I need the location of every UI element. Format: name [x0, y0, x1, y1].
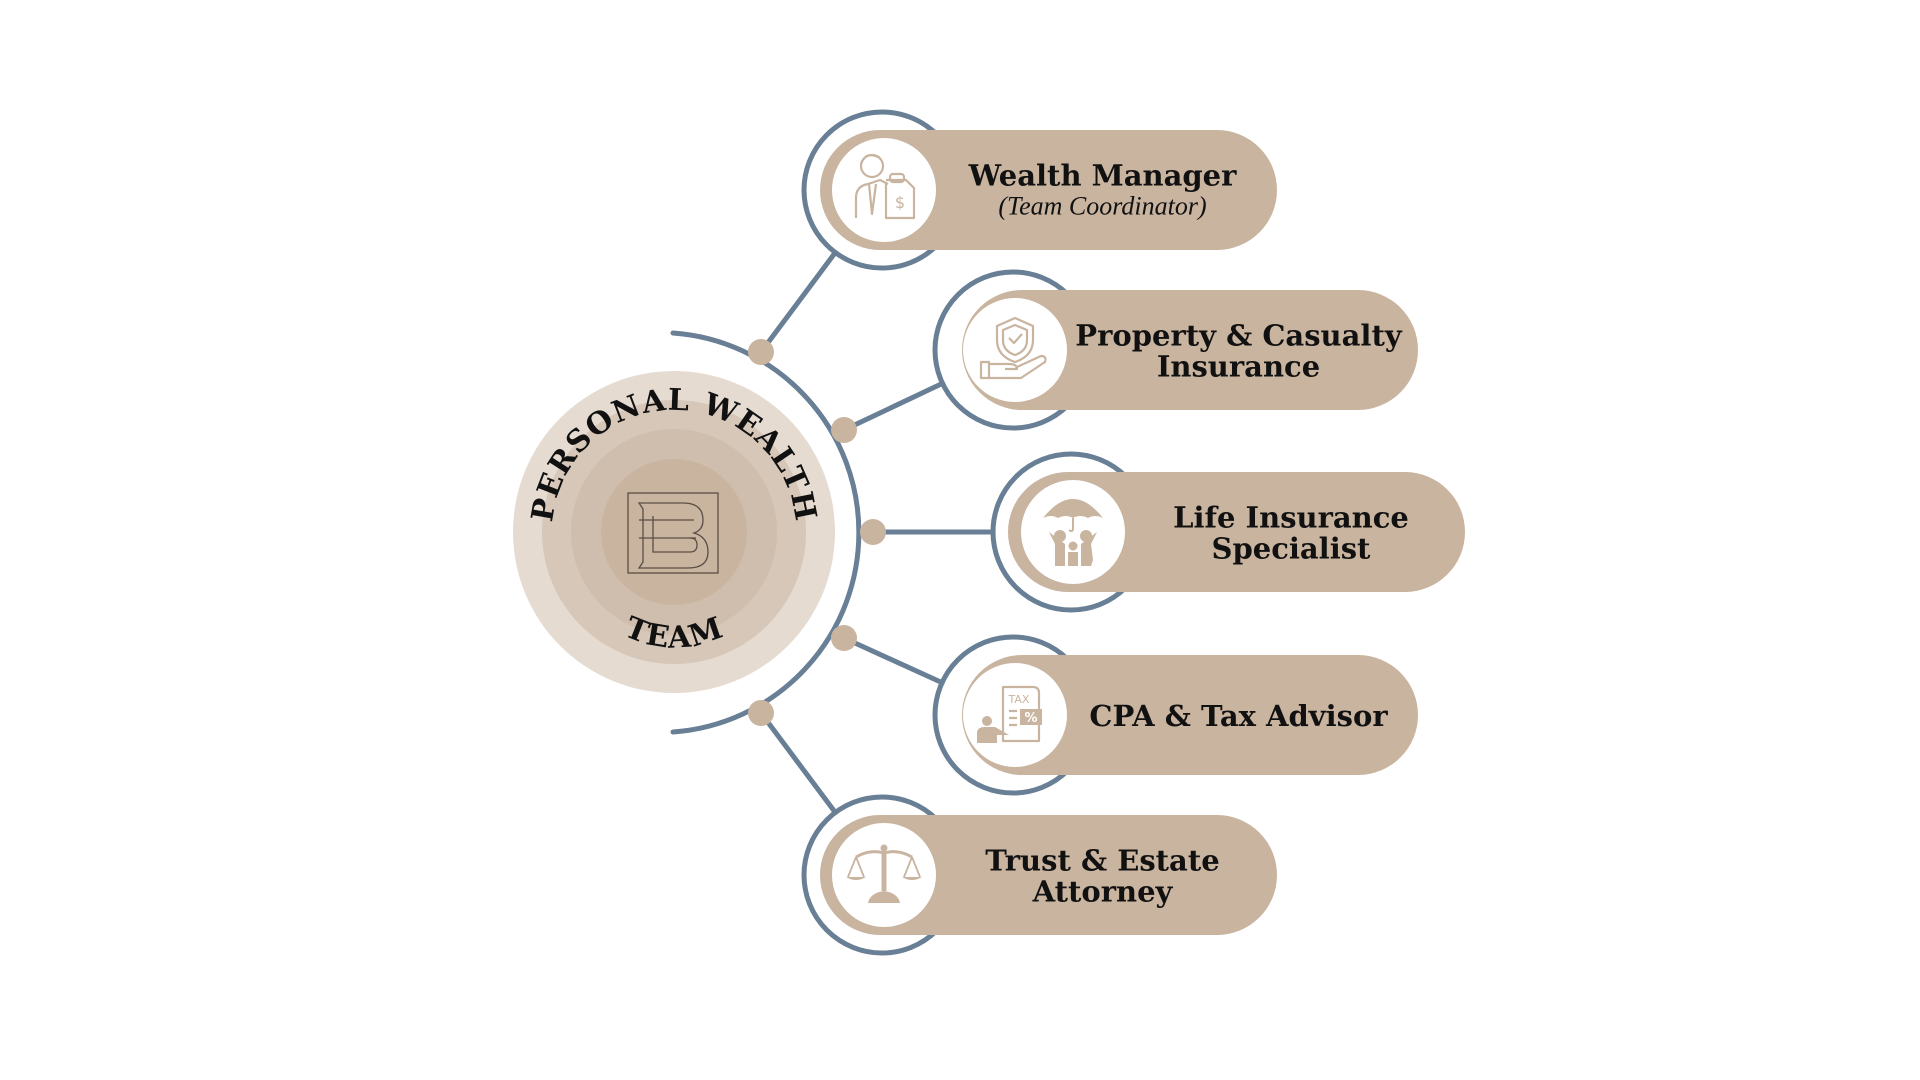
connector-dots: [748, 339, 886, 726]
icon-badge: [963, 298, 1067, 402]
member-title: Insurance: [1157, 350, 1320, 384]
member-title: Property & Casualty: [1075, 319, 1403, 353]
team-members: $ Wealth Manager(Team Coordinator) Propert…: [801, 109, 1465, 956]
connector-spoke: [758, 710, 838, 816]
icon-badge: [832, 138, 936, 242]
icon-badge: [963, 663, 1067, 767]
member-pill: [820, 130, 1277, 250]
member-pill: [1008, 472, 1465, 592]
team-member-card[interactable]: $ Wealth Manager(Team Coordinator): [801, 109, 1277, 271]
connector-spoke: [758, 249, 838, 355]
member-title: Wealth Manager: [968, 159, 1238, 193]
member-pill: [820, 815, 1277, 935]
family-umbrella-icon: [1043, 499, 1103, 566]
connector-dot: [748, 339, 774, 365]
svg-text:TAX: TAX: [1008, 693, 1030, 706]
monogram-b-logo: [627, 492, 719, 574]
hub: PERSONAL WEALTH TEAM: [513, 371, 835, 693]
member-title: Specialist: [1212, 532, 1371, 566]
hub-ring-inner: [601, 459, 747, 605]
scales-of-justice-icon: [846, 844, 922, 903]
member-title: Trust & Estate: [985, 844, 1219, 878]
member-title: Attorney: [1032, 875, 1174, 909]
connector-dot: [831, 417, 857, 443]
connector-dot: [860, 519, 886, 545]
connector-dot: [748, 700, 774, 726]
member-title: CPA & Tax Advisor: [1089, 699, 1388, 733]
svg-text:%: %: [1024, 711, 1037, 726]
icon-badge: [1021, 480, 1125, 584]
team-member-card[interactable]: TAX% CPA & Tax Advisor: [932, 634, 1418, 796]
advisor-with-money-bag-icon: $: [854, 153, 916, 220]
connector-spoke: [841, 380, 945, 433]
member-pill: [962, 290, 1418, 410]
member-subtitle: (Team Coordinator): [998, 192, 1206, 221]
member-pill: [962, 655, 1418, 775]
connector-spoke: [841, 635, 945, 686]
connector-spokes: [758, 249, 996, 816]
svg-text:$: $: [895, 193, 905, 212]
connector-dot: [831, 625, 857, 651]
member-title: Life Insurance: [1173, 501, 1409, 535]
shield-in-hand-icon: [979, 316, 1047, 380]
tax-document-icon: TAX%: [977, 685, 1042, 743]
